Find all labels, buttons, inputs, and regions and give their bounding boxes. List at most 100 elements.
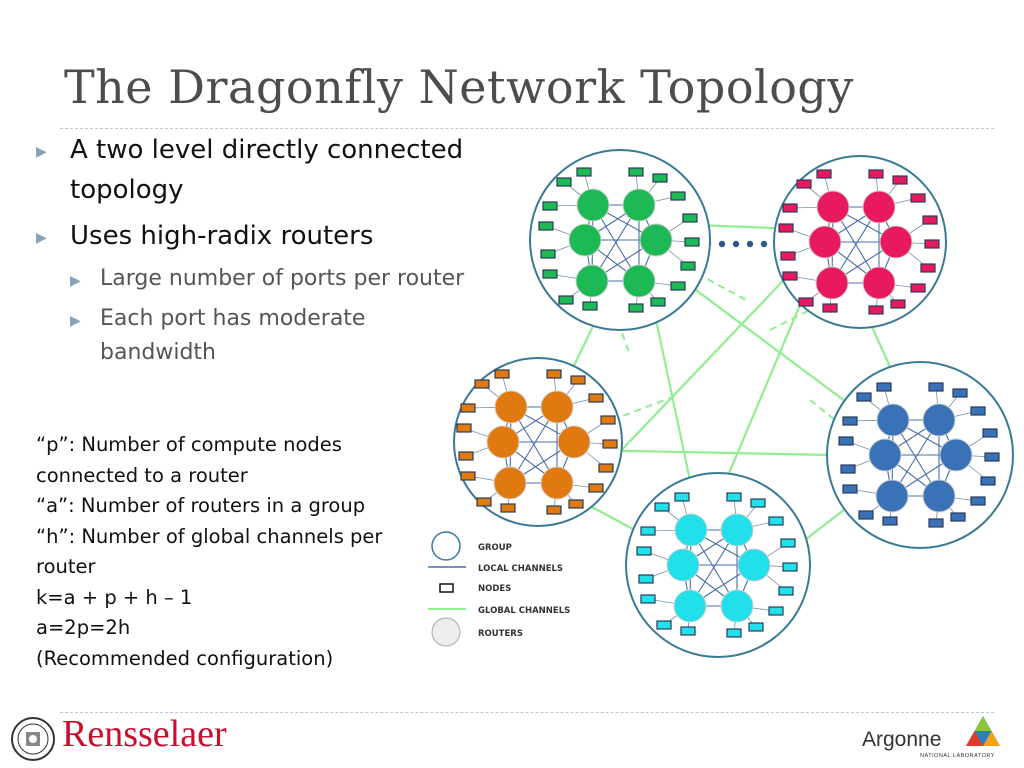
compute-node [922, 215, 938, 225]
legend: GROUP LOCAL CHANNELS NODES GLOBAL CHANNE… [428, 531, 570, 647]
compute-node [570, 375, 586, 385]
router-node [540, 390, 574, 424]
global-channel-dashed-line [769, 309, 811, 331]
compute-node [600, 415, 616, 425]
router-node [486, 425, 520, 459]
compute-node [546, 505, 562, 515]
compute-node [876, 382, 892, 392]
definition-line: “a”: Number of routers in a group [36, 494, 366, 517]
router-node [868, 438, 902, 472]
compute-node [476, 497, 492, 507]
definition-line: “p”: Number of compute nodes [36, 433, 342, 456]
bullet-arrow-icon: ▶ [36, 144, 47, 160]
sub-bullet-item: ▶ Large number of ports per router [70, 262, 476, 298]
compute-node [576, 167, 592, 177]
global-channel-dashed-line [611, 397, 671, 421]
router-node [876, 403, 910, 437]
compute-node [928, 382, 944, 392]
router-node [557, 425, 591, 459]
argonne-logo-text: Argonne [862, 728, 942, 751]
compute-node [890, 299, 906, 309]
compute-node [868, 169, 884, 179]
compute-node [494, 369, 510, 379]
compute-node [910, 283, 926, 293]
compute-node [782, 203, 798, 213]
compute-node [726, 628, 742, 638]
global-channel-line [726, 284, 810, 479]
router-groups [453, 149, 1014, 658]
compute-node [474, 379, 490, 389]
compute-node [542, 201, 558, 211]
compute-node [726, 492, 742, 502]
compute-node [838, 436, 854, 446]
legend-router-icon [431, 617, 461, 647]
router-node [875, 479, 909, 513]
router-group-green [529, 149, 711, 331]
router-node [576, 188, 610, 222]
router-node [639, 223, 673, 257]
compute-node [778, 586, 794, 596]
bullet-text: A two level directly connected topology [70, 135, 464, 205]
legend-local-channels-label: LOCAL CHANNELS [478, 564, 563, 574]
compute-node [798, 297, 814, 307]
compute-node [750, 498, 766, 508]
bullet-item: ▶ A two level directly connected topolog… [36, 130, 476, 210]
compute-node [652, 173, 668, 183]
sub-bullet-item: ▶ Each port has moderate bandwidth [70, 302, 476, 370]
global-channel-line [600, 449, 832, 457]
router-node [879, 225, 913, 259]
compute-node [556, 177, 572, 187]
compute-node [858, 510, 874, 520]
compute-node [628, 167, 644, 177]
compute-node [892, 175, 908, 185]
compute-node [952, 388, 968, 398]
global-channel-line [664, 266, 856, 410]
router-node [494, 390, 528, 424]
definition-line: “h”: Number of global channels per [36, 524, 383, 548]
legend-group-icon [431, 531, 461, 561]
argonne-logo-subtext: NATIONAL LABORATORY [920, 753, 995, 759]
compute-node [588, 483, 604, 493]
compute-node [640, 526, 656, 536]
compute-node [768, 516, 784, 526]
compute-node [598, 463, 614, 473]
router-group-orange [453, 357, 623, 527]
compute-node [546, 369, 562, 379]
compute-node [674, 492, 690, 502]
compute-node [778, 223, 794, 233]
global-channel-line [587, 504, 641, 534]
slide-title: The Dragonfly Network Topology [64, 60, 854, 114]
compute-node [460, 471, 476, 481]
definition-line: connected to a router [36, 463, 248, 487]
bullet-arrow-icon: ▶ [70, 313, 81, 329]
argonne-triangle-icon [966, 716, 1000, 746]
router-node [575, 264, 609, 298]
router-node [939, 438, 973, 472]
global-channel-line [650, 298, 692, 483]
compute-node [822, 303, 838, 313]
router-node [922, 403, 956, 437]
router-node [815, 266, 849, 300]
router-node [816, 190, 850, 224]
compute-node [640, 594, 656, 604]
router-node [673, 589, 707, 623]
bullet-arrow-icon: ▶ [36, 230, 47, 246]
compute-node [782, 271, 798, 281]
router-node [540, 466, 574, 500]
compute-node [456, 423, 472, 433]
title-divider [60, 128, 994, 129]
compute-node [540, 249, 556, 259]
compute-node [458, 451, 474, 461]
router-node [666, 548, 700, 582]
compute-node [588, 393, 604, 403]
definition-line: router [36, 555, 96, 578]
compute-node [780, 251, 796, 261]
compute-node [638, 574, 654, 584]
compute-node [680, 626, 696, 636]
bullet-item: ▶ Uses high-radix routers [36, 216, 476, 258]
router-node [493, 466, 527, 500]
compute-node [460, 403, 476, 413]
compute-node [970, 496, 986, 506]
dragonfly-topology-diagram: GROUP LOCAL CHANNELS NODES GLOBAL CHANNE… [428, 149, 1014, 658]
legend-global-channels-label: GLOBAL CHANNELS [478, 606, 570, 616]
